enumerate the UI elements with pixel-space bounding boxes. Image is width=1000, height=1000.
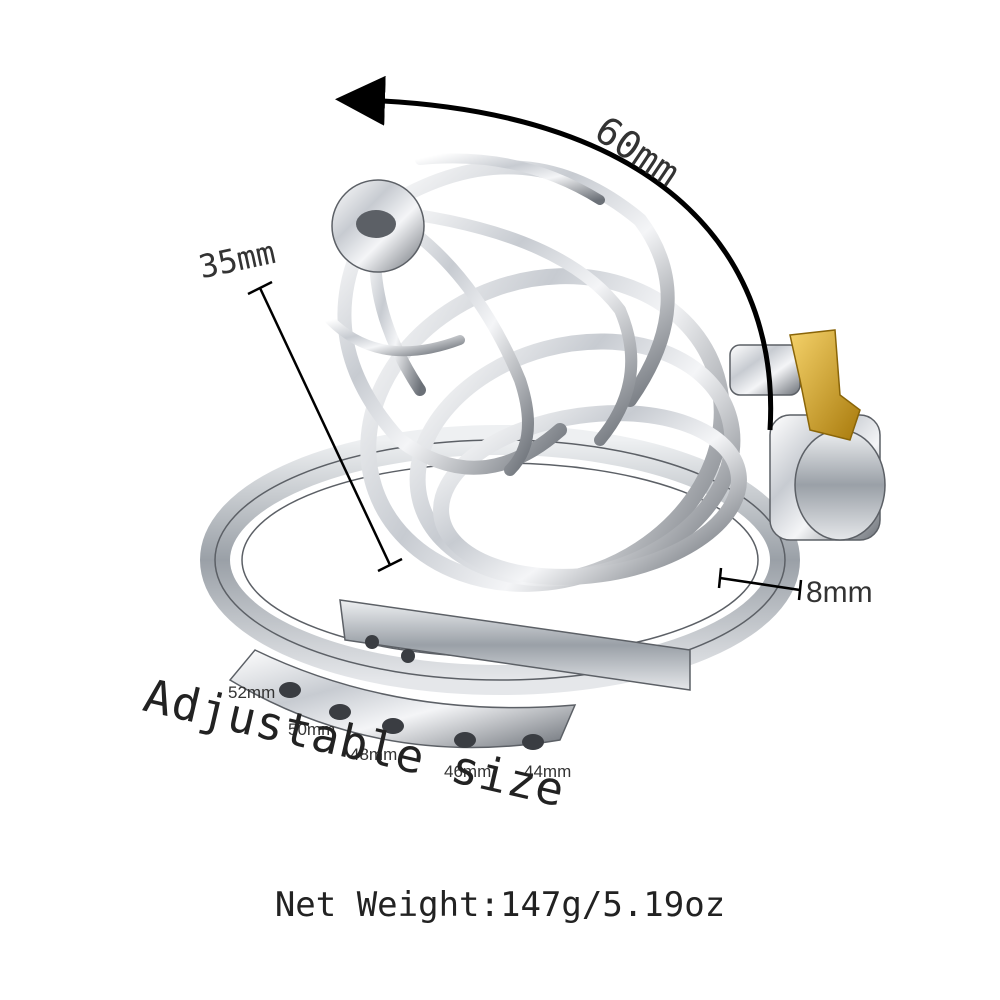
ring-size-label-46: 46mm [444, 762, 492, 781]
size-hole-44 [522, 734, 544, 750]
cage-tip [331, 179, 425, 273]
ring-size-label-48: 48mm [350, 745, 398, 764]
size-hole-46 [454, 732, 476, 748]
length-dimension-line [247, 280, 403, 573]
circumference-arrow [335, 75, 774, 431]
ring-width-label: 8mm [806, 576, 873, 609]
size-hole-52 [279, 682, 301, 698]
ring-width-dimension-line [717, 567, 803, 601]
adjustable-strap [228, 599, 691, 750]
ring-size-label-50: 50mm [288, 720, 336, 739]
ring-size-label-44: 44mm [524, 762, 572, 781]
net-weight-label: Net Weight:147g/5.19oz [274, 885, 726, 925]
lock-key [789, 329, 861, 441]
size-hole-50 [329, 704, 351, 720]
spiral-rings [360, 268, 747, 592]
cage-head [325, 153, 675, 476]
ring-size-label-52: 52mm [228, 683, 276, 702]
size-hole-48 [382, 718, 404, 734]
